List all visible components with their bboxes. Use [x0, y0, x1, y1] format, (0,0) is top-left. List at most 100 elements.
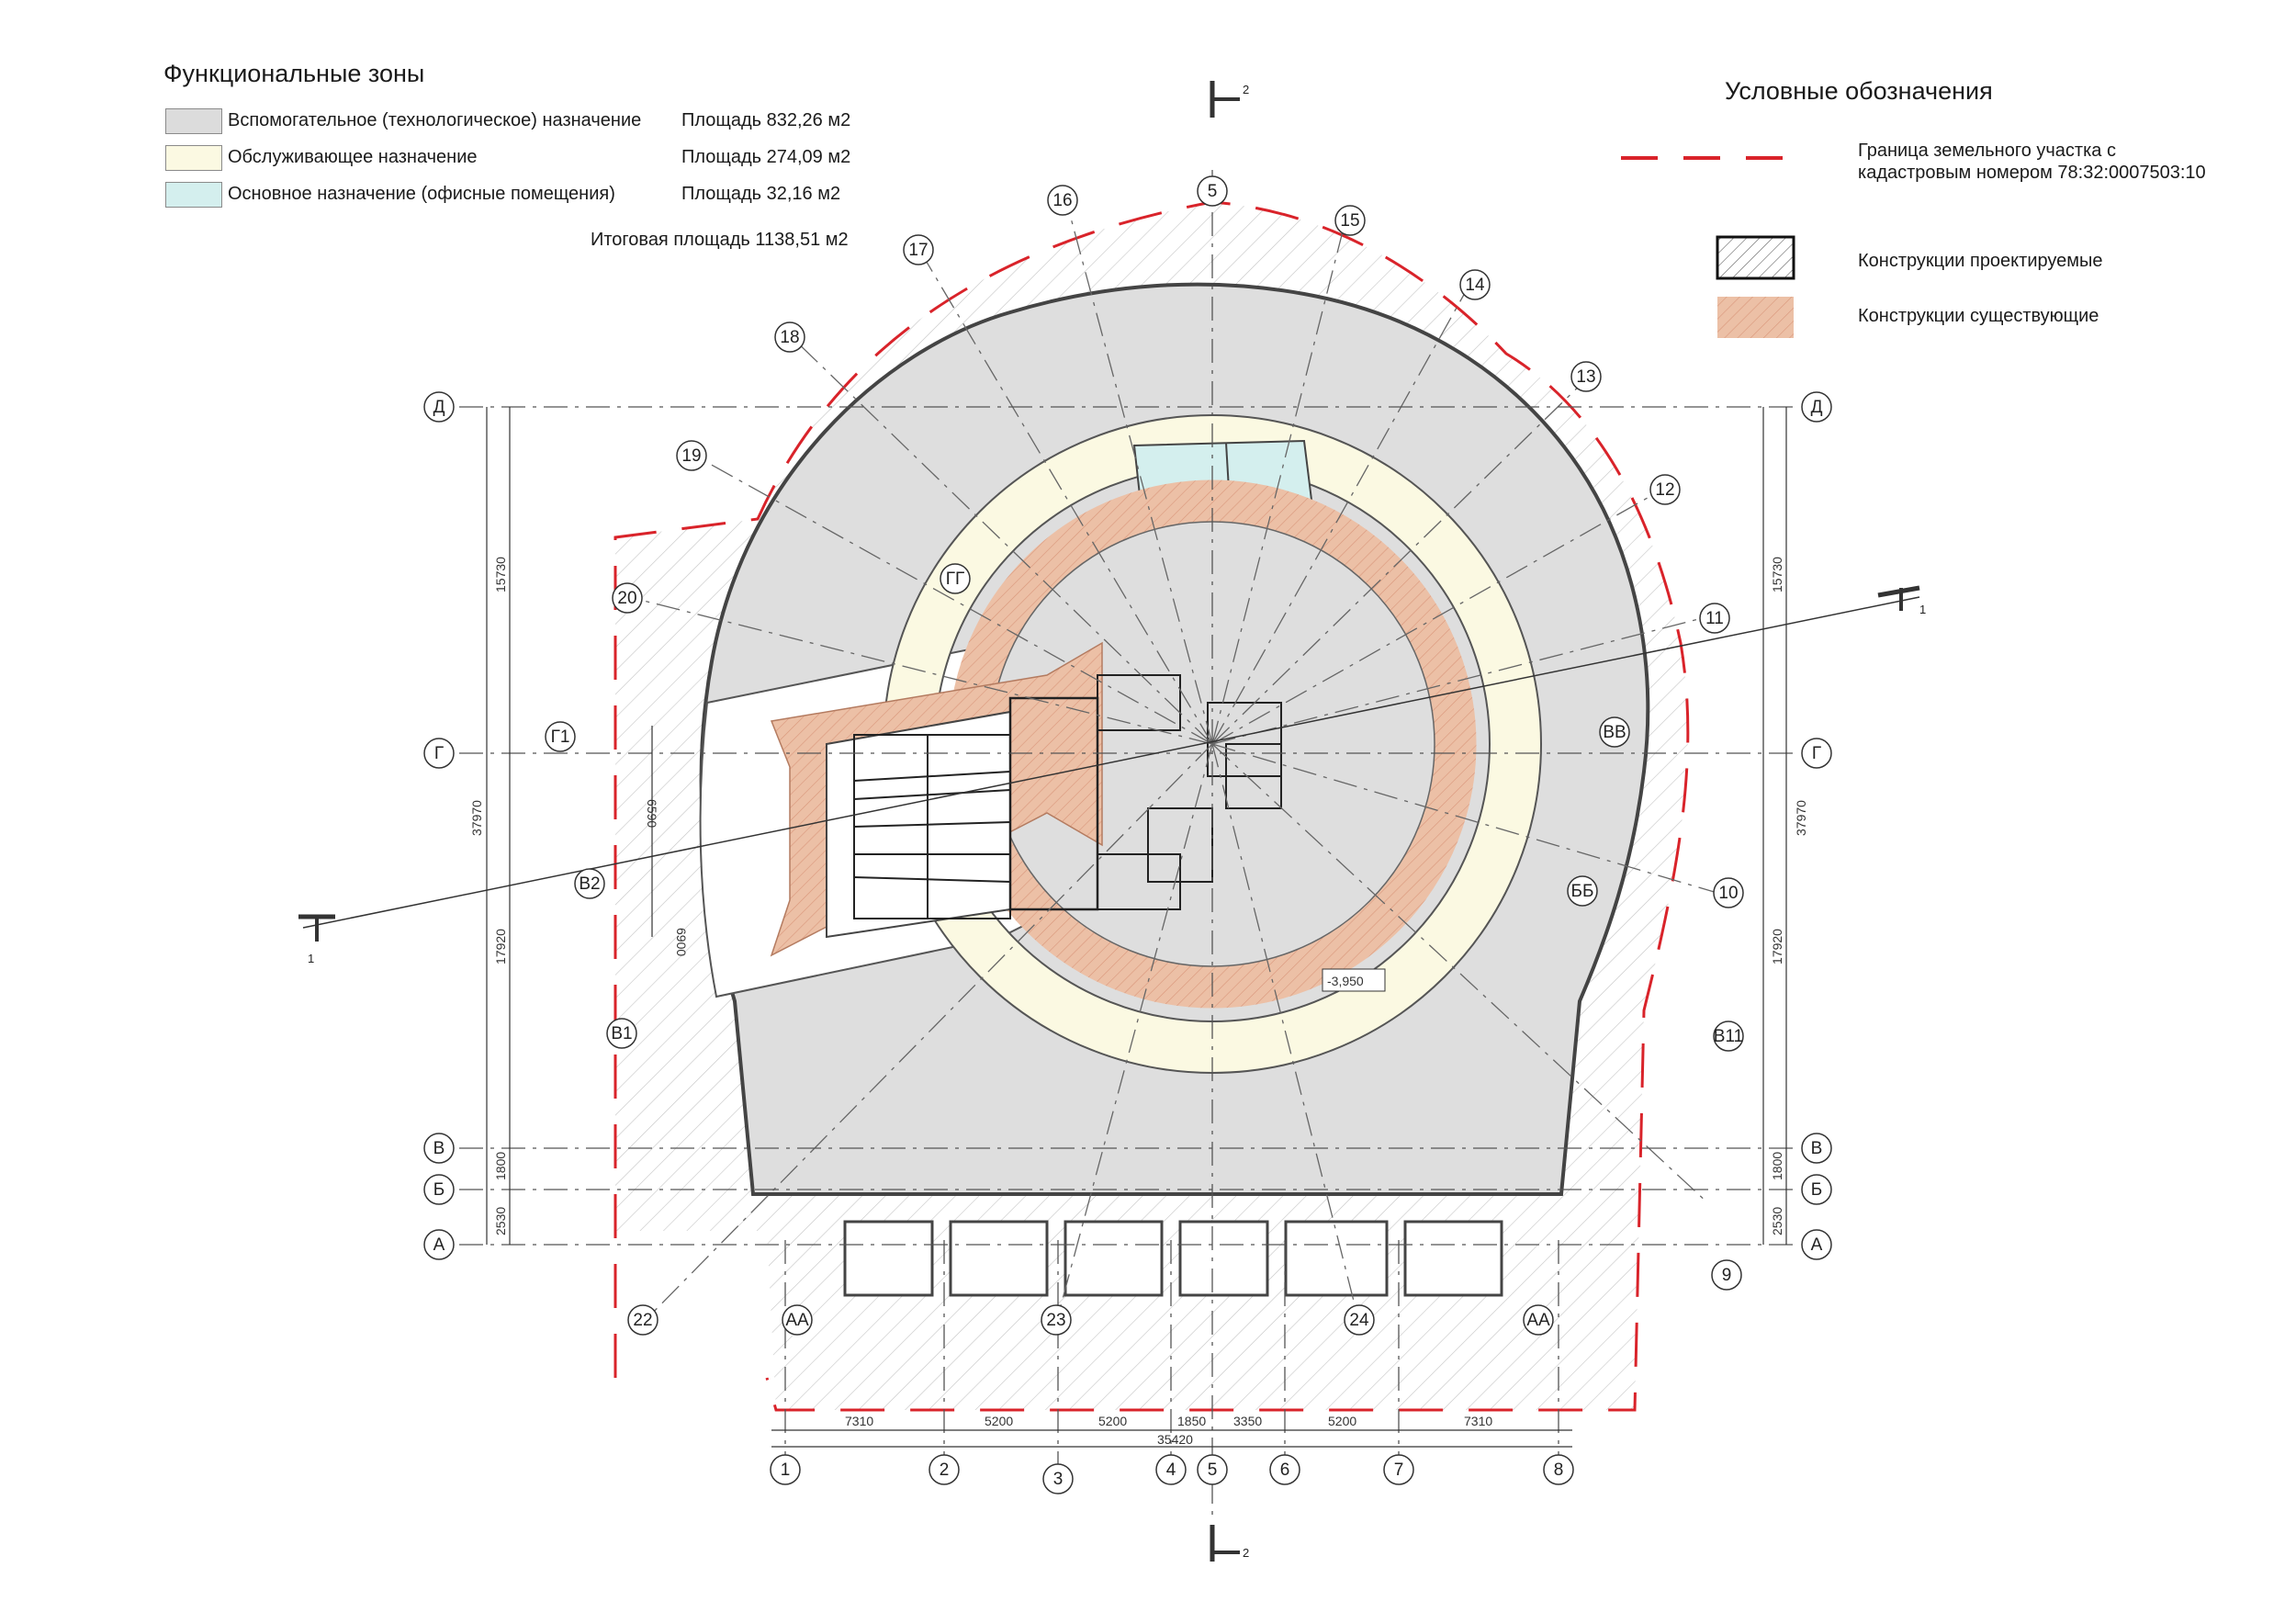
svg-text:Д: Д	[1811, 398, 1823, 417]
dim-right-2: 37970	[1794, 800, 1808, 836]
dim-left-1: 15730	[493, 557, 508, 592]
svg-text:6: 6	[1280, 1460, 1290, 1480]
svg-text:А: А	[1811, 1235, 1823, 1255]
zone-label-auxiliary: Вспомогательное (технологическое) назнач…	[228, 110, 642, 130]
axis-bubble-col-5: 5	[1197, 1454, 1228, 1485]
axis-bubble-special-7: АА	[782, 1304, 813, 1336]
dim-bottom-5: 3350	[1233, 1414, 1262, 1428]
total-area: Итоговая площадь 1138,51 м2	[591, 230, 849, 250]
svg-text:АА: АА	[1526, 1311, 1550, 1330]
dim-inner-1: 6590	[645, 799, 659, 828]
svg-text:Б: Б	[1811, 1180, 1822, 1200]
dim-left-5: 2530	[493, 1207, 508, 1235]
axis-bubble-radial-19: 19	[676, 440, 707, 471]
svg-text:В: В	[433, 1139, 445, 1158]
svg-text:Г: Г	[1812, 744, 1821, 763]
svg-text:11: 11	[1705, 609, 1724, 628]
zone-swatch-service	[165, 145, 222, 171]
svg-text:Г1: Г1	[551, 727, 570, 747]
svg-text:20: 20	[617, 589, 636, 608]
svg-text:7: 7	[1394, 1460, 1404, 1480]
svg-text:ВВ: ВВ	[1603, 723, 1626, 742]
dim-right-1: 15730	[1770, 557, 1784, 592]
axis-bubble-special-2: В1	[606, 1018, 637, 1049]
axis-bubble-radial-18: 18	[774, 321, 805, 353]
section-label-bottom: 2	[1243, 1546, 1249, 1560]
svg-text:24: 24	[1349, 1311, 1369, 1330]
zone-swatch-office	[165, 182, 222, 208]
zone-area-service: Площадь 274,09 м2	[681, 147, 851, 167]
svg-text:ГГ: ГГ	[946, 570, 965, 589]
svg-text:18: 18	[780, 328, 799, 347]
dim-bottom-3: 5200	[1098, 1414, 1127, 1428]
axis-bubble-row-right-1: Г	[1801, 738, 1832, 769]
axis-bubble-special-8: АА	[1523, 1304, 1554, 1336]
level-mark: -3,950	[1327, 974, 1364, 988]
axis-bubble-row-left-1: Г	[423, 738, 455, 769]
axis-bubble-row-left-3: Б	[423, 1174, 455, 1205]
axis-bubble-radial-16: 16	[1047, 185, 1078, 216]
axis-bubble-col-7: 7	[1383, 1454, 1414, 1485]
dim-bottom-2: 5200	[985, 1414, 1013, 1428]
boundary-line1: Граница земельного участка с	[1858, 141, 2116, 161]
existing-symbol	[1717, 297, 1794, 338]
svg-text:В1: В1	[611, 1024, 632, 1043]
dim-left-2: 37970	[469, 800, 484, 836]
axis-bubble-col-1: 1	[770, 1454, 801, 1485]
axis-bubble-radial-23: 23	[1041, 1304, 1072, 1336]
svg-text:13: 13	[1576, 367, 1595, 387]
axis-bubble-col-4: 4	[1155, 1454, 1187, 1485]
axis-bubble-radial-15: 15	[1334, 205, 1366, 236]
axis-bubble-radial-22: 22	[627, 1304, 658, 1336]
zone-area-auxiliary: Площадь 832,26 м2	[681, 110, 851, 130]
svg-text:Д: Д	[433, 398, 445, 417]
axis-bubble-special-6: В11	[1713, 1021, 1744, 1052]
dim-left-3: 17920	[493, 929, 508, 964]
dimension-lines	[486, 407, 1787, 1448]
section-label-top: 2	[1243, 83, 1249, 96]
svg-text:14: 14	[1465, 276, 1485, 295]
escalator-block	[853, 674, 1282, 919]
dim-inner-2: 6900	[674, 928, 689, 956]
svg-text:9: 9	[1722, 1266, 1732, 1285]
dim-bottom-total: 35420	[1157, 1432, 1193, 1447]
dim-left-4: 1800	[493, 1152, 508, 1180]
zones-title: Функциональные зоны	[163, 60, 425, 87]
axis-bubble-row-right-2: В	[1801, 1133, 1832, 1164]
svg-text:2: 2	[940, 1460, 950, 1480]
radial-gridlines	[628, 197, 1728, 1324]
axis-bubble-radial-11: 11	[1699, 603, 1730, 634]
axis-bubble-special-5: ББ	[1567, 875, 1598, 907]
dim-right-3: 17920	[1770, 929, 1784, 964]
zone-label-office: Основное назначение (офисные помещения)	[228, 184, 615, 204]
svg-text:Б: Б	[433, 1180, 445, 1200]
axis-bubble-special-0: Г1	[545, 721, 576, 752]
column-gridlines	[784, 170, 1559, 1516]
boundary-line2: кадастровым номером 78:32:0007503:10	[1858, 163, 2206, 183]
existing-label: Конструкции существующие	[1858, 306, 2099, 326]
zone-label-service: Обслуживающее назначение	[228, 147, 478, 167]
axis-bubble-radial-10: 10	[1713, 877, 1744, 908]
svg-text:3: 3	[1053, 1470, 1064, 1489]
axis-bubble-radial-20: 20	[612, 582, 643, 614]
dim-bottom-1: 7310	[845, 1414, 873, 1428]
row-gridlines	[459, 406, 1800, 1246]
svg-text:В: В	[1811, 1139, 1823, 1158]
svg-text:12: 12	[1655, 480, 1674, 500]
designed-label: Конструкции проектируемые	[1858, 251, 2103, 271]
svg-text:19: 19	[681, 446, 701, 466]
symbols-swatches	[1621, 156, 1800, 338]
axis-bubble-row-left-2: В	[423, 1133, 455, 1164]
section-lines	[298, 81, 1920, 1562]
dim-bottom-6: 5200	[1328, 1414, 1356, 1428]
svg-text:17: 17	[908, 241, 928, 260]
dim-bottom-7: 7310	[1464, 1414, 1492, 1428]
svg-text:8: 8	[1554, 1460, 1564, 1480]
axis-bubble-col-8: 8	[1543, 1454, 1574, 1485]
svg-text:5: 5	[1208, 182, 1218, 201]
axis-bubble-col-3: 3	[1042, 1463, 1074, 1494]
axis-bubble-col-2: 2	[929, 1454, 960, 1485]
svg-text:ББ: ББ	[1571, 882, 1594, 901]
axis-bubble-radial-14: 14	[1459, 269, 1491, 300]
